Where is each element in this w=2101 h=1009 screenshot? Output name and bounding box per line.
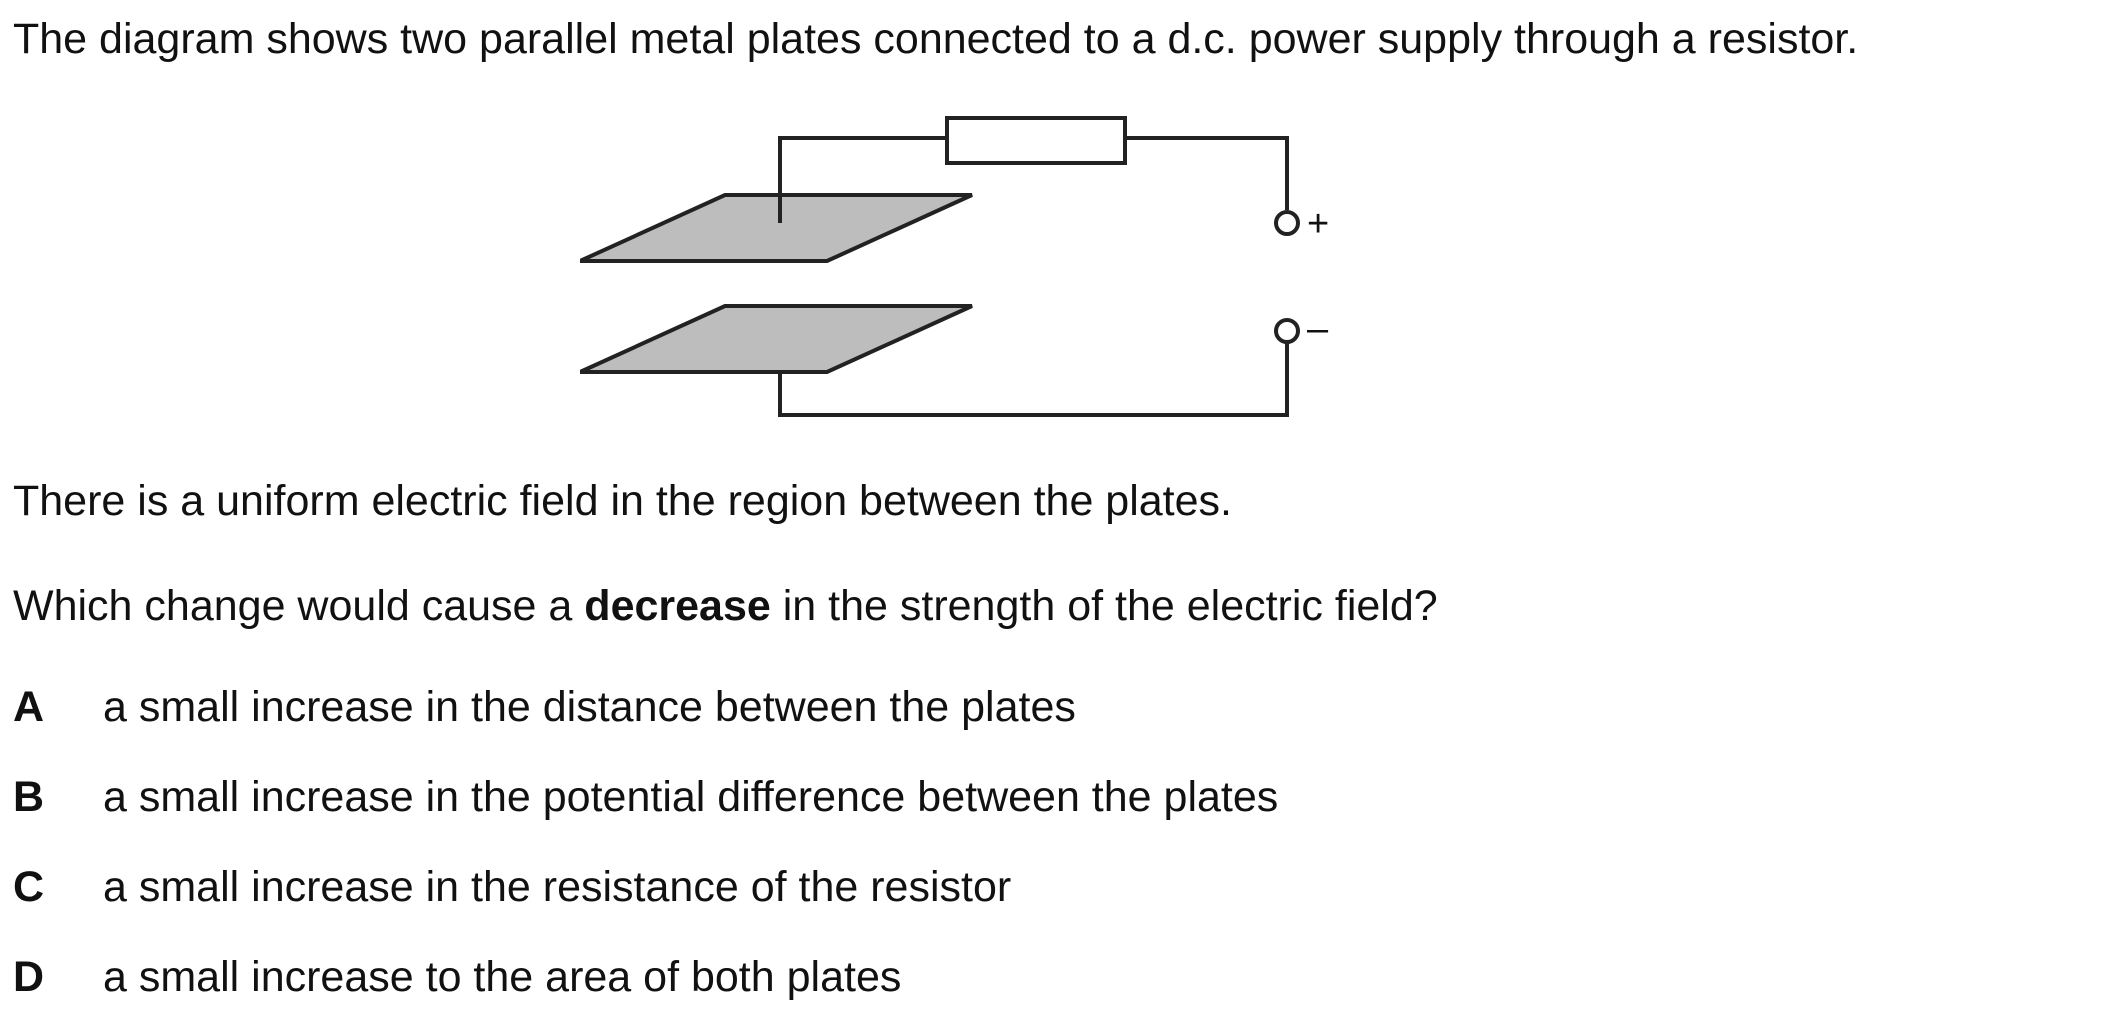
prompt-text-before: Which change would cause a — [13, 582, 585, 630]
prompt-emphasis: decrease — [584, 582, 771, 630]
option-text: a small increase in the potential differ… — [103, 773, 1279, 821]
resistor — [945, 116, 1127, 165]
option-letter: A — [13, 683, 45, 731]
option-text: a small increase in the distance between… — [103, 683, 1076, 731]
negative-terminal — [1274, 318, 1300, 344]
option-text: a small increase in the resistance of th… — [103, 863, 1012, 911]
question-statement: There is a uniform electric field in the… — [13, 477, 1232, 525]
bottom-plate — [580, 304, 973, 374]
negative-sign: – — [1307, 308, 1329, 350]
positive-sign: + — [1307, 203, 1329, 245]
prompt-text-after: in the strength of the electric field? — [770, 582, 1438, 630]
wire-top-right — [1125, 136, 1289, 210]
wire-bottom — [778, 342, 1289, 417]
circuit-diagram: + – — [580, 116, 1329, 417]
question-intro: The diagram shows two parallel metal pla… — [13, 15, 1859, 63]
option-letter: B — [13, 773, 45, 821]
positive-terminal — [1274, 210, 1300, 236]
option-letter: C — [13, 863, 45, 911]
option-text: a small increase to the area of both pla… — [103, 953, 902, 1001]
top-plate — [580, 193, 973, 263]
option-letter: D — [13, 953, 45, 1001]
question-prompt: Which change would cause a decrease in t… — [13, 585, 1438, 628]
